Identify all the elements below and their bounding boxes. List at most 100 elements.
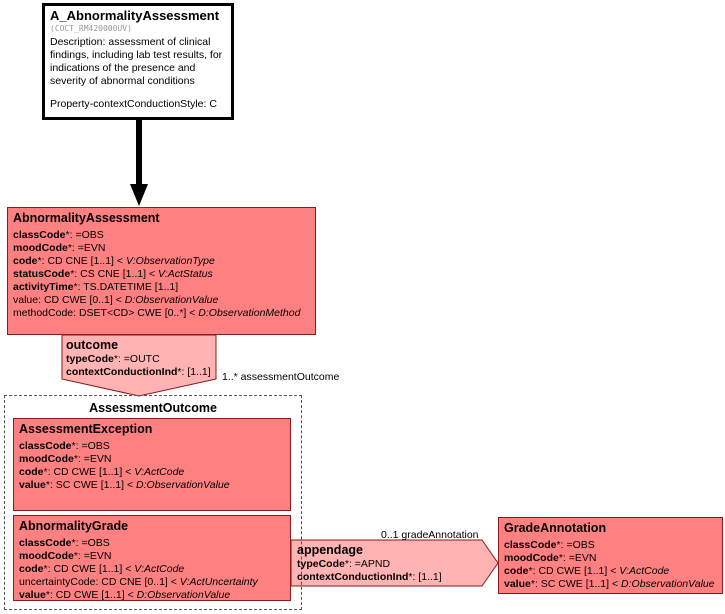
attribute-row: classCode*: =OBS bbox=[504, 539, 717, 552]
attribute-required-marker: * bbox=[45, 479, 50, 491]
attribute-type: : TS.DATETIME [1..1] bbox=[77, 281, 179, 293]
attribute-required-marker: * bbox=[43, 563, 48, 575]
attribute-row: uncertaintyCode: CD CNE [0..1] < V:ActUn… bbox=[19, 576, 285, 589]
attribute-name: moodCode bbox=[504, 552, 559, 564]
attribute-row: classCode*: =OBS bbox=[19, 537, 285, 550]
appendage-shape bbox=[290, 539, 499, 587]
entry-id: (COCT_RM420000UV) bbox=[50, 24, 132, 33]
attribute-vocabulary: D:ObservationMethod bbox=[198, 307, 301, 319]
attribute-required-marker: * bbox=[43, 466, 48, 478]
attribute-row: code*: CD CNE [1..1] < V:ObservationType bbox=[13, 255, 310, 268]
attribute-required-marker: * bbox=[70, 268, 75, 280]
entry-description: Description: assessment of clinical find… bbox=[50, 36, 223, 87]
attribute-row: value*: SC CWE [1..1] < D:ObservationVal… bbox=[19, 479, 285, 492]
attribute-type: : =OBS bbox=[75, 440, 110, 452]
attribute-vocabulary: V:ActStatus bbox=[158, 268, 213, 280]
attribute-vocabulary: D:ObservationValue bbox=[621, 578, 715, 590]
entry-title: A_AbnormalityAssessment bbox=[50, 8, 220, 23]
outcome-typecode: typeCode*: =OUTC bbox=[66, 353, 160, 366]
attribute-name: value bbox=[19, 589, 46, 601]
attribute-row: value: CD CWE [0..1] < D:ObservationValu… bbox=[13, 294, 310, 307]
attribute-type: : =EVN bbox=[77, 453, 112, 465]
appendage-title: appendage bbox=[297, 543, 363, 557]
attribute-type: : CD CWE [1..1] < bbox=[47, 563, 135, 575]
attribute-row: classCode*: =OBS bbox=[19, 440, 285, 453]
attribute-required-marker: * bbox=[73, 453, 78, 465]
entry-property: Property-contextConductionStyle: C bbox=[50, 98, 217, 110]
attribute-name: classCode bbox=[19, 537, 72, 549]
attribute-required-marker: * bbox=[530, 578, 535, 590]
attribute-row: code*: CD CWE [1..1] < V:ActCode bbox=[504, 565, 717, 578]
outcome-context: contextConductionInd*: [1..1] bbox=[66, 366, 211, 379]
attribute-vocabulary: D:ObservationValue bbox=[136, 589, 231, 601]
attribute-row: methodCode: DSET<CD> CWE [0..*] < D:Obse… bbox=[13, 307, 310, 320]
attribute-required-marker: * bbox=[73, 550, 78, 562]
outcome-typecode-req: * bbox=[113, 353, 118, 365]
attribute-vocabulary: V:ActCode bbox=[134, 563, 185, 575]
attribute-required-marker: * bbox=[37, 255, 42, 267]
appendage-context: contextConductionInd*: [1..1] bbox=[297, 571, 442, 584]
attribute-row: moodCode*: =EVN bbox=[504, 552, 717, 565]
assessment-outcome-choice-box[interactable] bbox=[4, 395, 302, 610]
attribute-type: : DSET<CD> CWE [0..*] < bbox=[73, 307, 199, 319]
attribute-vocabulary: V:ActCode bbox=[134, 466, 185, 478]
attribute-name: classCode bbox=[19, 440, 72, 452]
attribute-required-marker: * bbox=[556, 539, 561, 551]
attribute-type: : =OBS bbox=[75, 537, 110, 549]
attribute-name: moodCode bbox=[19, 453, 74, 465]
attribute-type: : CD CWE [1..1] < bbox=[49, 589, 137, 601]
outcome-typecode-label: typeCode bbox=[66, 353, 114, 365]
assessment-outcome-title: AssessmentOutcome bbox=[89, 401, 217, 415]
entry-arrow-head bbox=[130, 184, 148, 206]
attribute-row: statusCode*: CS CNE [1..1] < V:ActStatus bbox=[13, 268, 310, 281]
attribute-row: code*: CD CWE [1..1] < V:ActCode bbox=[19, 563, 285, 576]
attribute-type: : CD CNE [0..1] < bbox=[95, 576, 180, 588]
outcome-title: outcome bbox=[66, 338, 119, 352]
appendage-typecode-label: typeCode bbox=[297, 558, 345, 570]
attribute-name: code bbox=[504, 565, 529, 577]
attribute-name: activityTime bbox=[13, 281, 74, 293]
attribute-required-marker: * bbox=[71, 440, 76, 452]
attribute-type: : SC CWE [1..1] < bbox=[534, 578, 622, 590]
attribute-vocabulary: D:ObservationValue bbox=[124, 294, 219, 306]
entry-point-box[interactable]: A_AbnormalityAssessment (COCT_RM420000UV… bbox=[42, 3, 234, 120]
attribute-vocabulary: V:ActUncertainty bbox=[179, 576, 258, 588]
attribute-row: moodCode*: =EVN bbox=[19, 453, 285, 466]
class-title: AssessmentException bbox=[19, 422, 153, 436]
attribute-type: : CD CWE [0..1] < bbox=[38, 294, 125, 306]
attribute-name: value bbox=[13, 294, 39, 306]
attribute-type: : CD CNE [1..1] < bbox=[41, 255, 126, 267]
attribute-type: : =EVN bbox=[71, 242, 106, 254]
appendage-context-label: contextConductionInd bbox=[297, 571, 409, 583]
attribute-name: code bbox=[19, 563, 44, 575]
attribute-required-marker: * bbox=[45, 589, 50, 601]
attribute-name: uncertaintyCode bbox=[19, 576, 96, 588]
attribute-row: classCode*: =OBS bbox=[13, 229, 310, 242]
appendage-typecode-req: * bbox=[344, 558, 349, 570]
attribute-required-marker: * bbox=[67, 242, 72, 254]
attribute-type: : =OBS bbox=[560, 539, 595, 551]
attribute-row: code*: CD CWE [1..1] < V:ActCode bbox=[19, 466, 285, 479]
outcome-context-label: contextConductionInd bbox=[66, 366, 178, 378]
attribute-vocabulary: D:ObservationValue bbox=[136, 479, 230, 491]
attribute-name: moodCode bbox=[13, 242, 68, 254]
attribute-name: value bbox=[19, 479, 46, 491]
outcome-multiplicity: 1..* assessmentOutcome bbox=[222, 371, 340, 383]
outcome-shape bbox=[61, 334, 217, 397]
attribute-type: : CD CWE [1..1] < bbox=[47, 466, 135, 478]
attribute-type: : =EVN bbox=[77, 550, 112, 562]
attribute-type: : CD CWE [1..1] < bbox=[532, 565, 620, 577]
attribute-row: moodCode*: =EVN bbox=[19, 550, 285, 563]
attribute-required-marker: * bbox=[528, 565, 533, 577]
attribute-name: methodCode bbox=[13, 307, 74, 319]
attribute-type: : =EVN bbox=[562, 552, 597, 564]
attribute-name: classCode bbox=[13, 229, 66, 241]
